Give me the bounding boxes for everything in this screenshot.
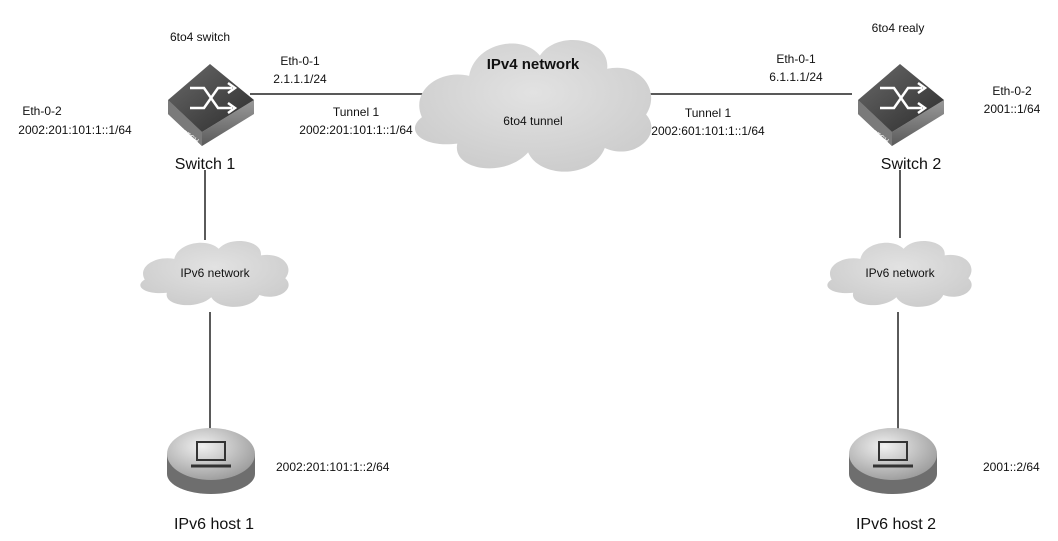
host-1-name: IPv6 host 1 xyxy=(173,516,255,533)
host-1-ip: 2002:201:101:1::2/64 xyxy=(276,460,390,474)
switch-1-icon: SWITCH xyxy=(168,64,254,146)
switch-1-tunnel-name: Tunnel 1 xyxy=(332,105,380,119)
host-2-ip: 2001::2/64 xyxy=(983,460,1040,474)
ipv4-cloud-subtitle: 6to4 tunnel xyxy=(503,114,563,128)
switch-2-role: 6to4 realy xyxy=(871,21,925,35)
switch-2-name: Switch 2 xyxy=(880,156,942,173)
switch-2-eth02-ip: 2001::1/64 xyxy=(983,102,1041,116)
switch-2-tunnel-name: Tunnel 1 xyxy=(684,106,732,120)
laptop-icon xyxy=(849,428,937,494)
switch-1-eth02-ip: 2002:201:101:1::1/64 xyxy=(18,123,132,137)
ipv6-cloud-right-label: IPv6 network xyxy=(865,266,935,280)
host-2-name: IPv6 host 2 xyxy=(855,516,937,533)
switch-2-icon: SWITCH xyxy=(858,64,944,146)
switch-1-role: 6to4 switch xyxy=(169,30,231,44)
switch-2-eth01-name: Eth-0-1 xyxy=(776,52,816,66)
switch-2-eth01-ip: 6.1.1.1/24 xyxy=(769,70,823,84)
switch-1-eth02-name: Eth-0-2 xyxy=(22,104,62,118)
switch-1-name: Switch 1 xyxy=(174,156,236,173)
laptop-icon xyxy=(167,428,255,494)
ipv4-cloud-title: IPv4 network xyxy=(486,56,580,73)
switch-1-eth01-name: Eth-0-1 xyxy=(280,54,320,68)
switch-2-tunnel-ip: 2002:601:101:1::1/64 xyxy=(651,124,765,138)
switch-1-eth01-ip: 2.1.1.1/24 xyxy=(273,72,327,86)
switch-1-tunnel-ip: 2002:201:101:1::1/64 xyxy=(299,123,413,137)
ipv6-cloud-left-label: IPv6 network xyxy=(180,266,250,280)
switch-2-eth02-name: Eth-0-2 xyxy=(992,84,1032,98)
